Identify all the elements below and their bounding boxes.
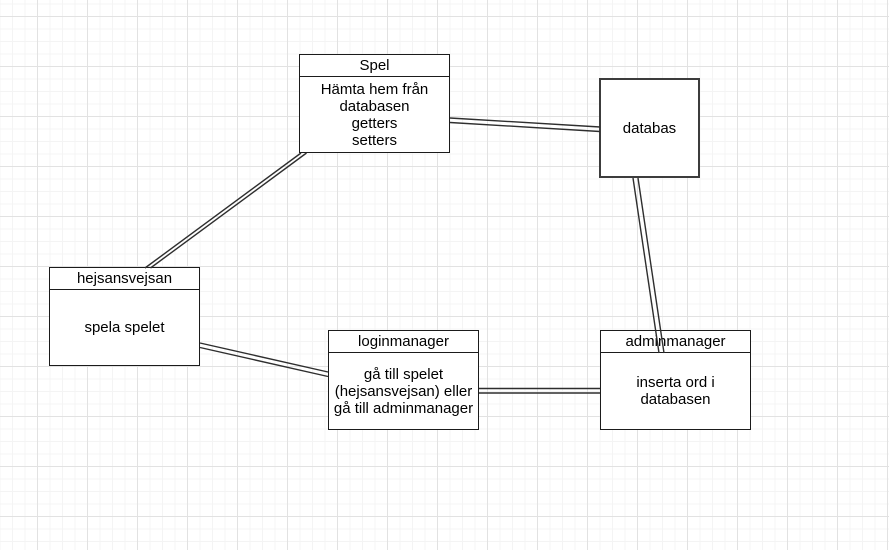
edge-spel-hejsansvejsan[interactable] — [144, 152, 307, 269]
edge-spel-databas[interactable] — [449, 117, 601, 133]
node-body-line: databasen — [339, 97, 410, 115]
node-body-line: Hämta hem från — [320, 80, 429, 98]
node-body-line: databasen — [640, 391, 711, 408]
node-hejsansvejsan[interactable]: hejsansvejsan spela spelet — [49, 267, 200, 366]
node-spel[interactable]: Spel Hämta hem från databasen getters se… — [299, 54, 450, 153]
edge-line — [632, 177, 660, 354]
node-adminmanager-body: inserta ord i databasen — [601, 353, 750, 429]
edge-line — [199, 346, 329, 378]
node-adminmanager-title: adminmanager — [601, 331, 750, 353]
node-databas-title: databas — [622, 119, 677, 137]
edge-line — [144, 152, 302, 269]
node-body-line: gå till adminmanager — [333, 399, 474, 417]
edge-line — [199, 342, 329, 373]
edge-loginmanager-adminmanager[interactable] — [479, 387, 600, 394]
edge-line — [449, 121, 601, 133]
node-loginmanager[interactable]: loginmanager gå till spelet (hejsansvejs… — [328, 330, 479, 430]
edge-line — [150, 152, 307, 269]
node-body-line: (hejsansvejsan) eller — [334, 382, 473, 400]
node-body-line: spela spelet — [84, 319, 165, 336]
node-hejsansvejsan-body: spela spelet — [50, 290, 199, 365]
node-loginmanager-body: gå till spelet (hejsansvejsan) eller gå … — [329, 353, 478, 429]
node-spel-body: Hämta hem från databasen getters setters — [300, 77, 449, 152]
node-spel-title: Spel — [300, 55, 449, 77]
edge-line — [449, 117, 601, 128]
edge-hejsansvejsan-loginmanager[interactable] — [199, 342, 329, 378]
node-databas[interactable]: databas — [599, 78, 700, 178]
node-body-line: setters — [351, 131, 397, 149]
edge-databas-adminmanager[interactable] — [632, 177, 665, 354]
node-adminmanager[interactable]: adminmanager inserta ord i databasen — [600, 330, 751, 430]
node-body-line: gå till spelet — [363, 365, 444, 383]
node-hejsansvejsan-title: hejsansvejsan — [50, 268, 199, 290]
edge-line — [637, 177, 665, 354]
node-loginmanager-title: loginmanager — [329, 331, 478, 353]
node-body-line: inserta ord i — [636, 374, 715, 391]
node-body-line: getters — [351, 114, 398, 132]
